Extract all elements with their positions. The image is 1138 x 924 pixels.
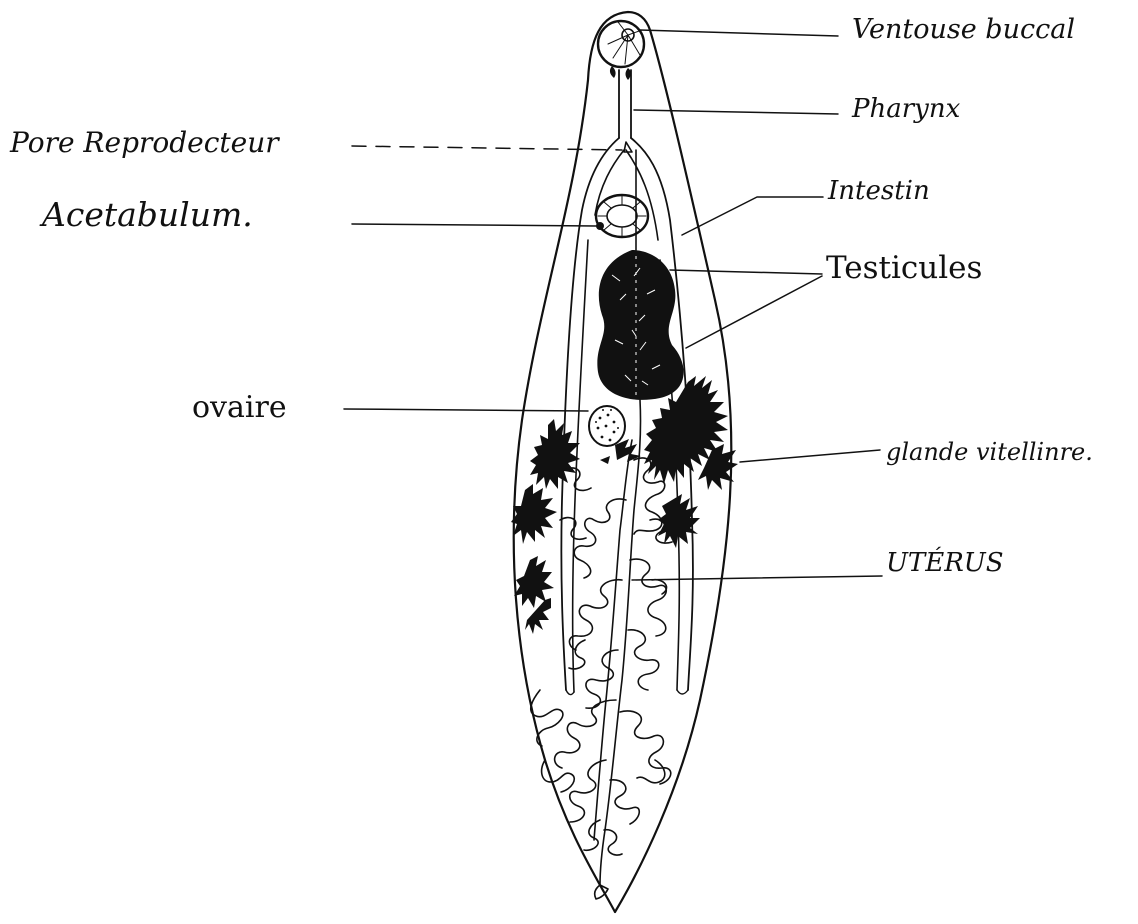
label-testicules: Testicules	[826, 250, 982, 286]
genital-pore	[624, 142, 632, 152]
label-pharynx: Pharynx	[852, 94, 960, 124]
ovary	[589, 406, 625, 446]
leader-pharynx	[634, 110, 838, 114]
label-pore-reprodecteur: Pore Reprodecteur	[10, 126, 279, 159]
leader-ventouse-buccal	[640, 30, 838, 36]
leader-intestin	[682, 197, 823, 235]
label-acetabulum: Acetabulum.	[42, 195, 253, 234]
leader-uterus	[632, 576, 882, 580]
oral-sucker	[598, 21, 644, 80]
vitelline-gland-right	[644, 376, 738, 548]
leader-glande-vitelline	[740, 450, 880, 462]
label-glande-vitelline: glande vitellinre.	[886, 438, 1093, 466]
label-uterus: UTÉRUS	[886, 548, 1004, 578]
label-intestin: Intestin	[828, 176, 930, 206]
leader-acetabulum	[352, 224, 596, 226]
vitelline-gland-left	[511, 419, 580, 634]
intestine-left-branch-inner	[573, 150, 624, 692]
testes	[597, 250, 683, 400]
leader-testicules-top	[670, 270, 822, 274]
leader-testicules-bottom	[686, 276, 822, 348]
label-ventouse-buccal: Ventouse buccal	[852, 14, 1075, 45]
leader-ovaire	[344, 409, 588, 411]
label-ovaire: ovaire	[192, 390, 287, 425]
leader-pore-reprodecteur	[352, 146, 622, 150]
acetabulum	[596, 195, 648, 237]
pharynx	[619, 70, 631, 138]
intestine-left-branch	[561, 138, 619, 690]
